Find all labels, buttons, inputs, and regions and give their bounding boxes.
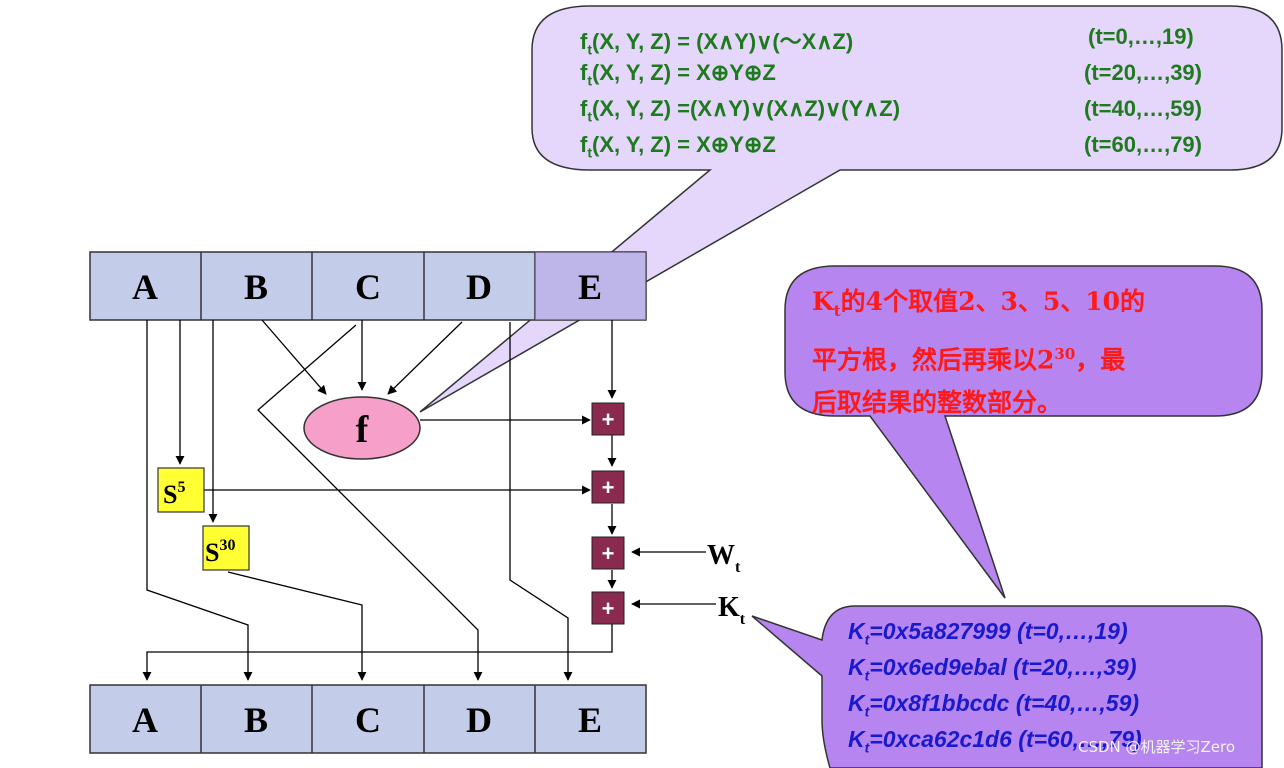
s30-base: S	[205, 538, 219, 567]
note-line-3: 后取结果的整数部分。	[812, 388, 1063, 418]
register-d-bottom: D	[466, 700, 492, 740]
register-e-bottom: E	[578, 700, 602, 740]
wiring	[142, 319, 716, 681]
shift-s30-box: S30	[202, 525, 250, 571]
function-f-label: f	[356, 409, 370, 451]
note-line-1: Kt的4个取值2、3、5、10的	[812, 287, 1146, 320]
shift-s5-box: S5	[157, 467, 205, 513]
formula-expr: (X, Y, Z) = X⊕Y⊕Z	[592, 60, 776, 85]
adder-1-symbol: +	[602, 407, 615, 432]
register-e-top: E	[578, 267, 602, 307]
register-b-top: B	[244, 267, 268, 307]
wt-input-label: Wt	[707, 540, 741, 576]
formula-line: ft(X, Y, Z) = X⊕Y⊕Z (t=60,…,79)	[580, 132, 1202, 161]
watermark: CSDN @机器学习Zero	[1078, 738, 1236, 756]
kt-callout	[751, 605, 1263, 768]
adder-2-symbol: +	[602, 475, 615, 500]
svg-text:S5: S5	[163, 479, 185, 509]
register-c-bottom: C	[355, 700, 381, 740]
adder-4: +	[591, 591, 625, 625]
function-f-node: f	[303, 396, 421, 460]
svg-text:S30: S30	[205, 537, 235, 567]
adder-3: +	[591, 536, 625, 570]
register-c-top: C	[355, 267, 381, 307]
adder-1: +	[591, 402, 625, 436]
kt-value-line: Kt=0xca62c1d6 (t=60,…,79)	[848, 726, 1142, 756]
formula-range: (t=60,…,79)	[1084, 132, 1202, 157]
adder-3-symbol: +	[602, 541, 615, 566]
formula-range: (t=0,…,19)	[1088, 24, 1194, 49]
s30-exp: 30	[219, 537, 235, 554]
register-d-top: D	[466, 267, 492, 307]
formula-range: (t=40,…,59)	[1084, 96, 1202, 121]
kt-value-line: Kt=0x8f1bbcdc (t=40,…,59)	[848, 690, 1140, 720]
formula-expr: (X, Y, Z) = X⊕Y⊕Z	[592, 132, 776, 157]
kt-derivation-note: Kt的4个取值2、3、5、10的 平方根，然后再乘以230，最 后取结果的整数部…	[812, 280, 1252, 424]
s5-exp: 5	[177, 479, 185, 496]
kt-value-line: Kt=0x5a827999 (t=0,…,19)	[848, 618, 1128, 648]
formula-line: ft(X, Y, Z) =(X∧Y)∨(X∧Z)∨(Y∧Z) (t=40,…,5…	[580, 96, 1202, 125]
formula-line: ft(X, Y, Z) = X⊕Y⊕Z (t=20,…,39)	[580, 60, 1202, 89]
formula-line: ft(X, Y, Z) = (X∧Y)∨(～X∧Z) (t=0,…,19)	[580, 24, 1194, 58]
kt-input-label: Kt	[718, 592, 746, 628]
note-line-2: 平方根，然后再乘以230，最	[812, 345, 1126, 375]
formula-expr: (X, Y, Z) =(X∧Y)∨(X∧Z)∨(Y∧Z)	[592, 96, 901, 121]
register-b-bottom: B	[244, 700, 268, 740]
adder-4-symbol: +	[602, 596, 615, 621]
kt-value-line: Kt=0x6ed9ebal (t=20,…,39)	[848, 654, 1137, 684]
note-callout	[784, 265, 1263, 599]
register-a-bottom: A	[132, 700, 158, 740]
register-row-top: A B C D E	[89, 251, 647, 321]
register-row-bottom: A B C D E	[89, 684, 647, 754]
adder-2: +	[591, 470, 625, 504]
formula-expr: (X, Y, Z) = (X∧Y)∨(～X∧Z)	[592, 29, 854, 54]
formula-range: (t=20,…,39)	[1084, 60, 1202, 85]
register-a-top: A	[132, 267, 158, 307]
s5-base: S	[163, 480, 177, 509]
